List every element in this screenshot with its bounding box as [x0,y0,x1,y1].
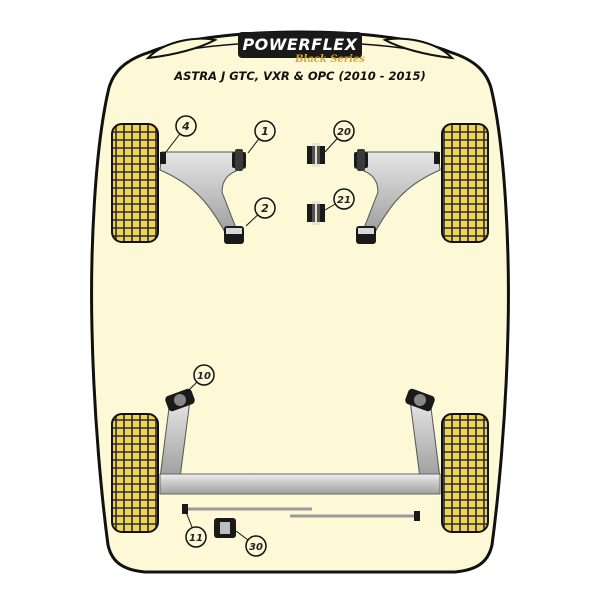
callout-number: 11 [189,533,203,544]
callout-1: 1 [247,120,276,154]
callout-number: 4 [181,120,190,133]
callout-circle [333,120,355,142]
callout-30: 30 [235,530,267,557]
right-mirror [382,37,455,60]
callout-circle [193,364,215,386]
rear-right-tyre [441,413,489,533]
callout-number: 10 [197,371,211,382]
callout-number: 20 [337,127,351,138]
bush-icon [232,149,246,171]
bush-icon [414,511,420,521]
bush-icon [182,504,188,514]
bush-icon [165,388,195,412]
rear-torsion-beam [159,473,441,495]
callout-10: 10 [185,364,215,394]
bush-icon [356,226,376,244]
bush-icon [307,143,325,167]
rear-left-tyre [111,413,159,533]
front-right-tyre [441,123,489,243]
bush-icon [307,201,325,225]
callout-number: 2 [261,202,269,215]
callout-21: 21 [324,188,355,211]
bush-icon [160,152,166,164]
brand-series: Black Series [294,54,365,65]
callout-number: 30 [249,542,263,553]
callout-circle [254,197,276,219]
callout-number: 1 [261,125,269,138]
callout-2: 2 [245,197,276,227]
callout-circle [185,526,207,548]
powerflex-logo: POWERFLEX Black Series [238,32,365,65]
callout-11: 11 [185,511,207,548]
left-mirror [145,37,218,60]
callout-circle [333,188,355,210]
callout-20: 20 [324,120,355,153]
callout-circle [175,115,197,137]
bush-icon [354,149,368,171]
bush-icon [434,152,440,164]
callout-number: 21 [337,195,351,206]
callout-4: 4 [165,115,197,153]
bush-icon [214,518,236,538]
callout-circle [254,120,276,142]
bush-icon [224,226,244,244]
front-left-tyre [111,123,159,243]
callout-circle [245,535,267,557]
bush-icon [405,388,435,412]
brand-name: POWERFLEX [242,35,357,54]
vehicle-title: ASTRA J GTC, VXR & OPC (2010 - 2015) [173,69,426,83]
